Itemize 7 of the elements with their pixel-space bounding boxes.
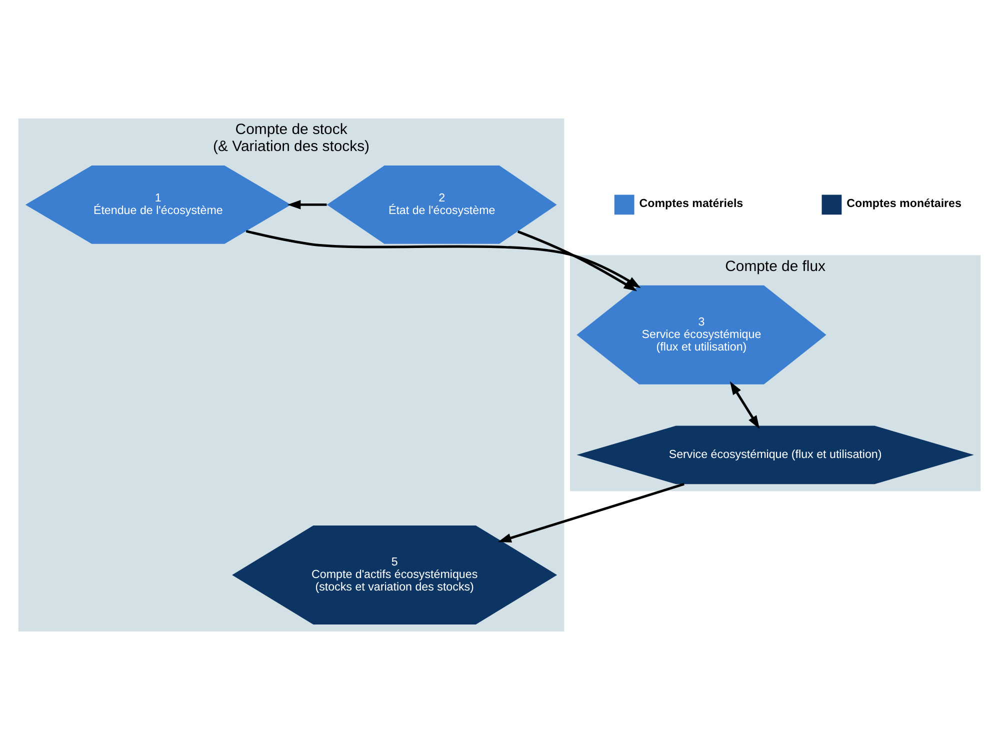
legend-label: Comptes monétaires [846, 196, 962, 210]
arrow [287, 200, 327, 209]
arrow [498, 482, 684, 542]
arrow [517, 230, 638, 291]
arrow [730, 380, 760, 428]
arrow [246, 229, 641, 288]
legend-label: Comptes matériels [639, 196, 744, 210]
